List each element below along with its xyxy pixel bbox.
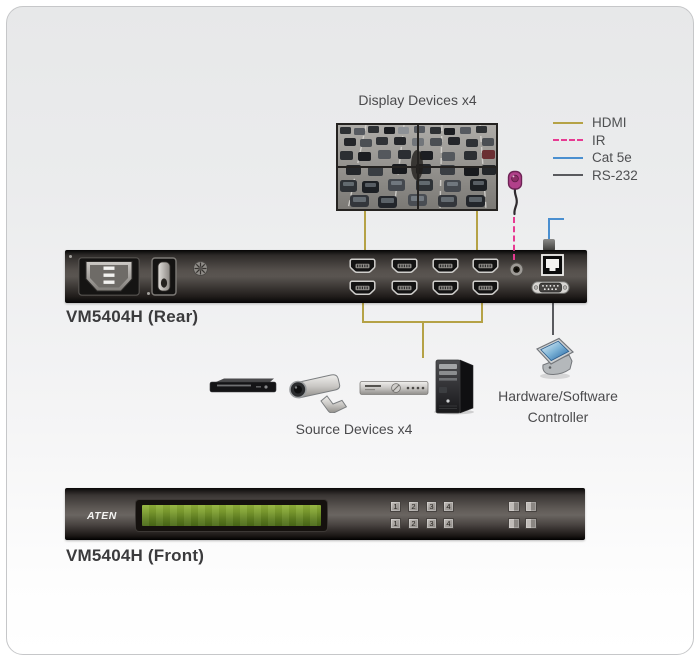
front-caption: VM5404H (Front) xyxy=(66,546,205,565)
front-button-in-3: 3 xyxy=(426,518,437,529)
cat5e-plug xyxy=(543,239,555,251)
screw-hole-icon xyxy=(69,255,72,258)
front-panel: ATEN 1 2 3 4 1 2 3 4 xyxy=(65,488,585,540)
controller-label-line1: Hardware/Software xyxy=(498,388,618,404)
hdmi-cable-display-2 xyxy=(476,211,478,250)
hdmi-output-port-4 xyxy=(472,258,499,274)
hdmi-output-port-1 xyxy=(349,258,376,274)
screw-hole-icon xyxy=(147,292,150,295)
front-function-button-4 xyxy=(525,518,537,529)
hdmi-cable-display-1 xyxy=(364,211,366,250)
aten-logo: ATEN xyxy=(87,510,117,522)
hdmi-input-port-3 xyxy=(432,280,459,296)
lcd-screen xyxy=(142,505,321,526)
cat5e-cable-horizontal xyxy=(548,218,564,220)
ir-receiver-icon xyxy=(507,170,523,216)
video-wall xyxy=(336,123,498,211)
front-button-in-1: 1 xyxy=(390,518,401,529)
legend-item-cat5e: Cat 5e xyxy=(553,149,638,167)
hdmi-cable-source-stem xyxy=(422,321,424,358)
hdmi-input-port-4 xyxy=(472,280,499,296)
rj45-port-icon xyxy=(541,254,564,276)
hdmi-input-port-1 xyxy=(349,280,376,296)
front-button-in-4: 4 xyxy=(443,518,454,529)
front-button-out-2: 2 xyxy=(408,501,419,512)
rear-panel xyxy=(65,250,587,303)
media-player-icon xyxy=(359,381,429,395)
pc-tower-icon xyxy=(434,359,474,415)
hdmi-line-icon xyxy=(553,121,583,124)
front-function-button-1 xyxy=(508,501,520,512)
front-button-in-2: 2 xyxy=(408,518,419,529)
legend-item-ir: IR xyxy=(553,132,638,150)
hdmi-input-port-2 xyxy=(391,280,418,296)
ir-port-icon xyxy=(509,262,524,277)
ir-cable xyxy=(513,217,515,260)
rs232-line-icon xyxy=(553,174,583,177)
hdmi-output-port-2 xyxy=(391,258,418,274)
legend-label-ir: IR xyxy=(592,132,606,148)
background-frame xyxy=(6,6,694,655)
cat5e-cable-vertical xyxy=(548,218,550,240)
front-button-out-1: 1 xyxy=(390,501,401,512)
legend-label-cat5e: Cat 5e xyxy=(592,150,632,166)
front-button-out-4: 4 xyxy=(443,501,454,512)
legend: HDMI IR Cat 5e RS-232 xyxy=(553,114,638,184)
hdmi-output-port-3 xyxy=(432,258,459,274)
hdmi-cable-source-right xyxy=(481,303,483,323)
camera-icon xyxy=(289,374,348,413)
db9-port-icon xyxy=(531,279,570,296)
legend-label-rs232: RS-232 xyxy=(592,167,638,183)
dvd-player-icon xyxy=(209,378,277,393)
source-devices-label: Source Devices x4 xyxy=(295,421,413,437)
controller-label-line2: Controller xyxy=(527,409,589,425)
power-socket-icon xyxy=(78,257,140,296)
legend-item-hdmi: HDMI xyxy=(553,114,638,132)
front-function-button-3 xyxy=(508,518,520,529)
display-devices-label: Display Devices x4 xyxy=(358,92,477,108)
lcd-display xyxy=(136,500,327,531)
legend-item-rs232: RS-232 xyxy=(553,167,638,185)
grounding-screw-icon xyxy=(192,260,209,277)
rear-caption: VM5404H (Rear) xyxy=(66,307,199,326)
front-function-button-2 xyxy=(525,501,537,512)
controller-icon xyxy=(536,337,575,379)
ir-line-icon xyxy=(553,139,583,142)
wall-divider-vertical xyxy=(417,125,419,209)
cat5e-line-icon xyxy=(553,156,583,159)
hdmi-cable-source-left xyxy=(362,303,364,323)
front-button-out-3: 3 xyxy=(426,501,437,512)
controller-label: Hardware/Software Controller xyxy=(483,386,633,428)
rs232-cable xyxy=(552,300,554,335)
legend-label-hdmi: HDMI xyxy=(592,115,627,131)
power-switch-icon xyxy=(151,257,177,296)
